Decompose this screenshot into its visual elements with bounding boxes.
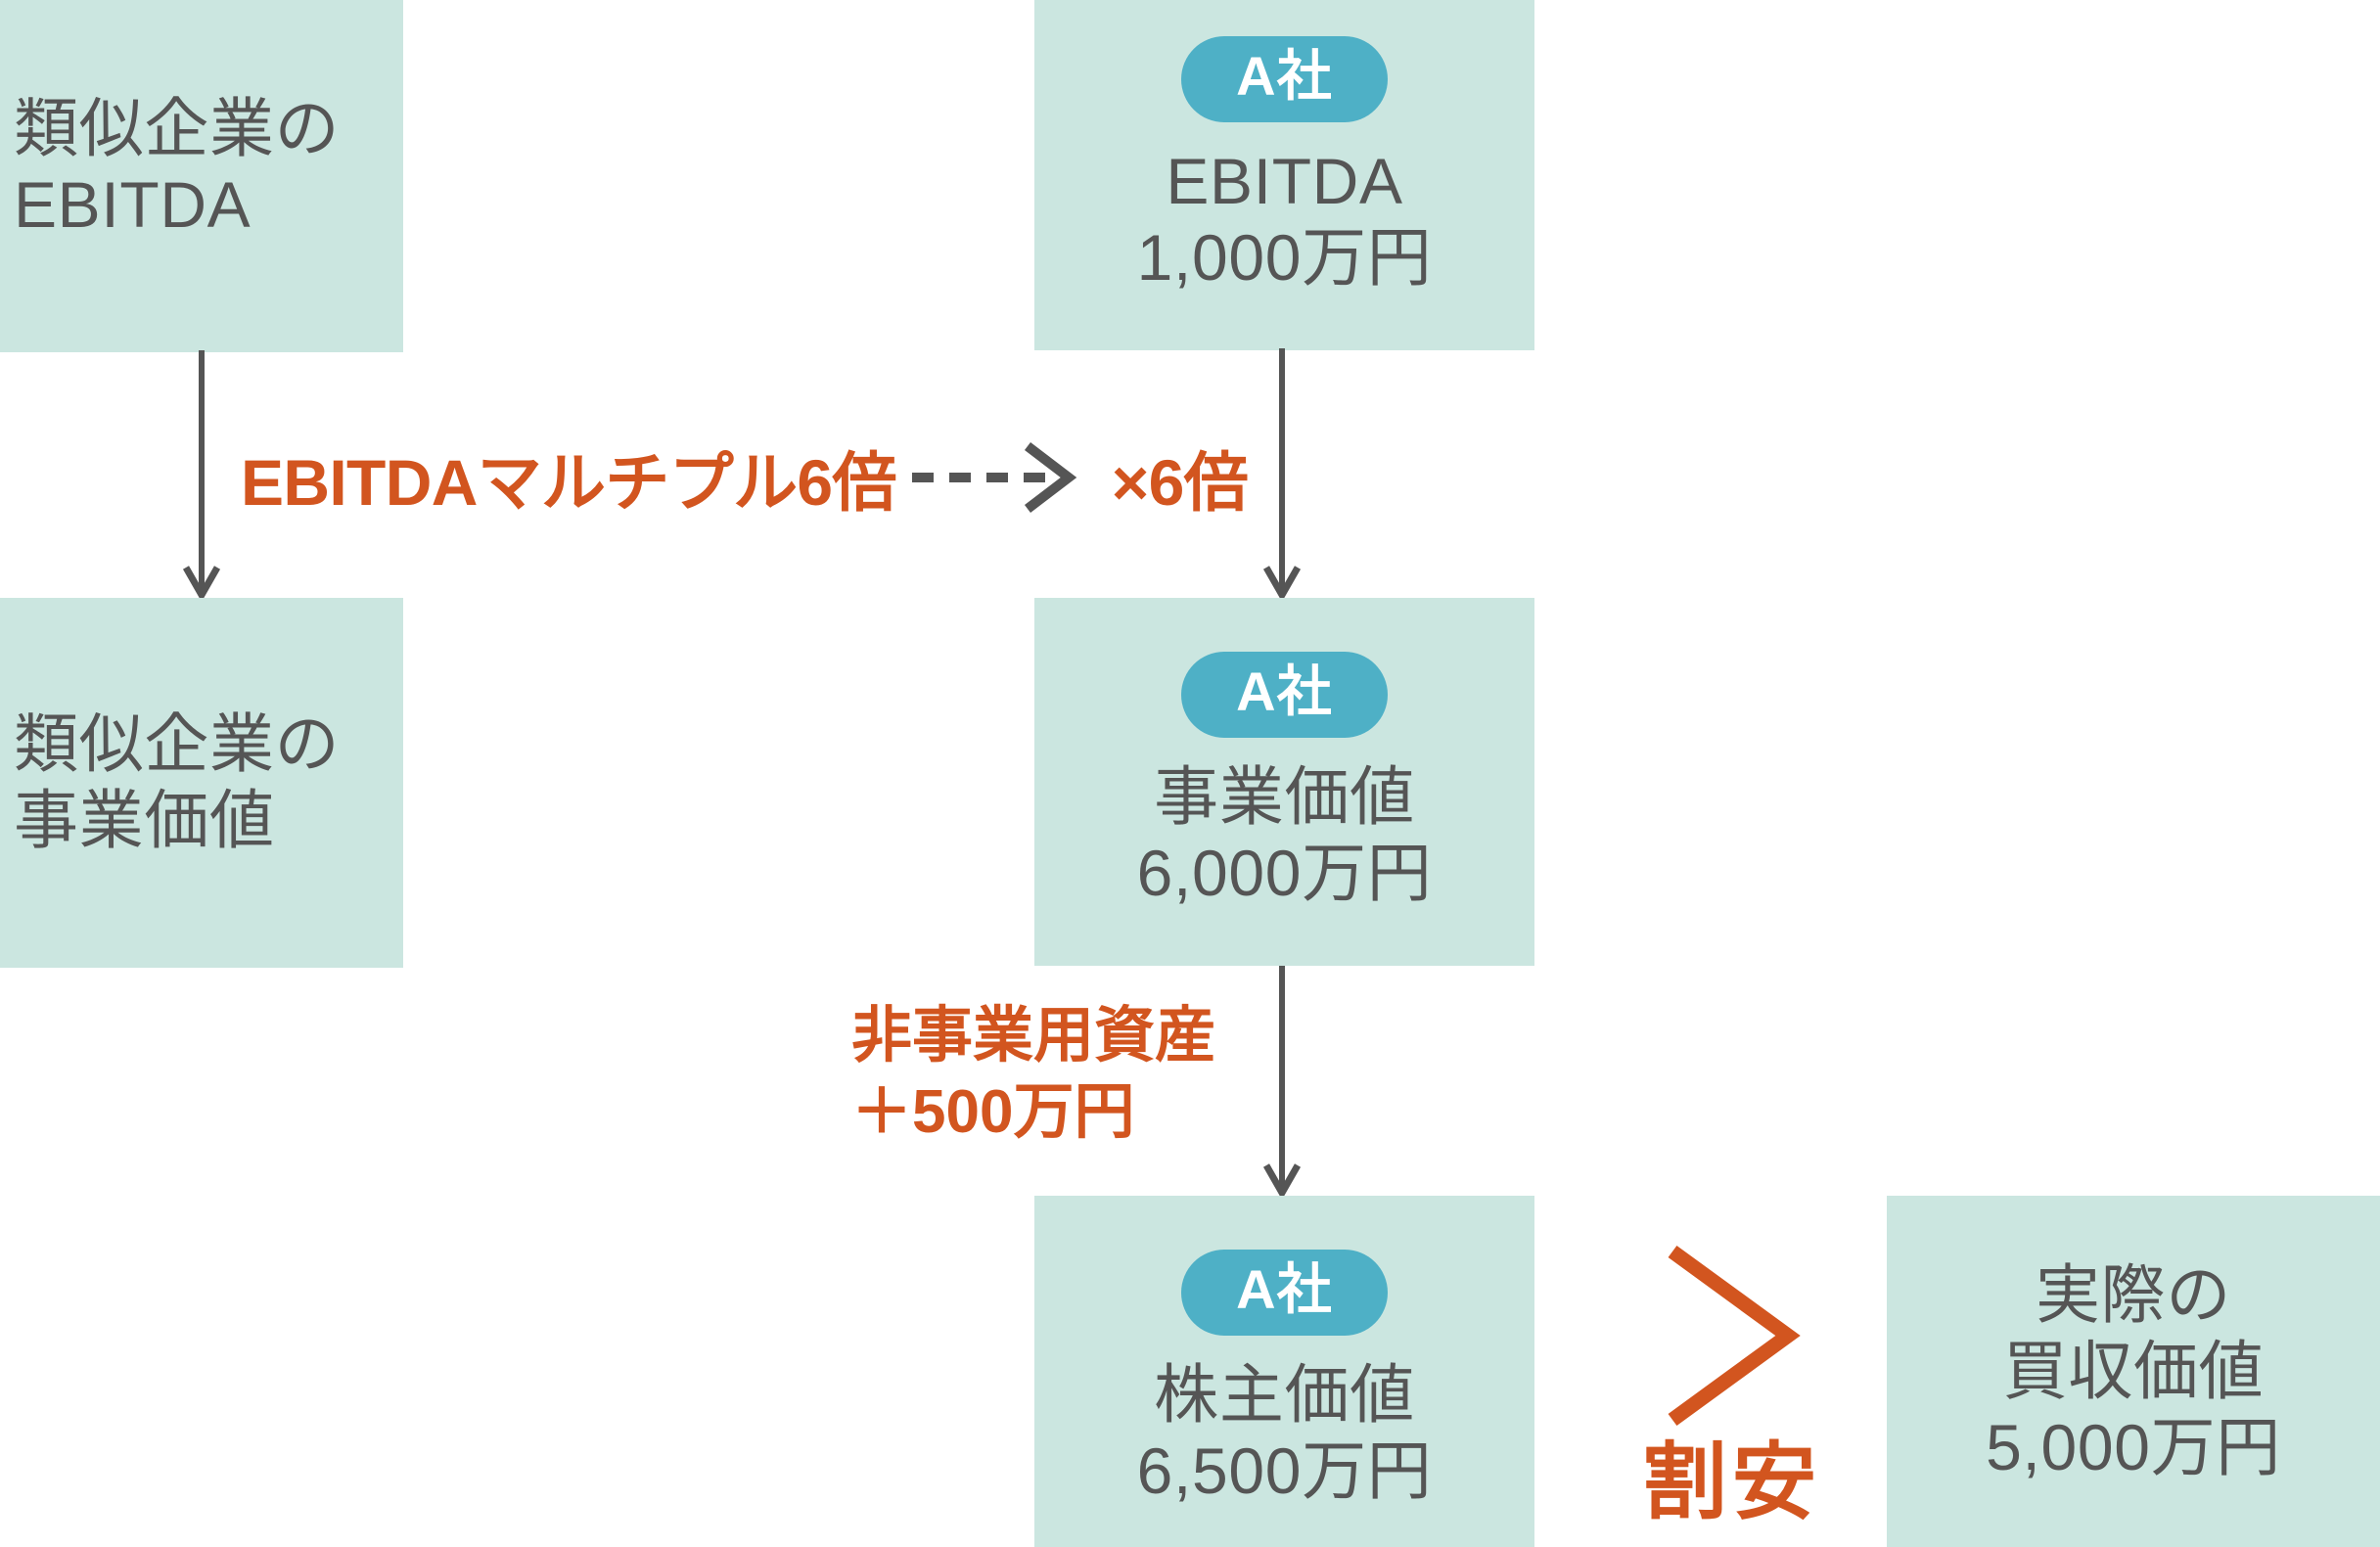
box-company-a-enterprise-value-line-2: 6,000万円 — [1136, 837, 1433, 909]
box-actual-acquisition-price-line-2: 買収価値 — [2002, 1335, 2265, 1408]
box-similar-company-enterprise-value: 類似企業の 事業価値 — [0, 598, 403, 968]
badge-company-a-ebitda: A社 — [1181, 36, 1388, 123]
box-company-a-equity-value-line-1: 株主価値 — [1154, 1358, 1415, 1432]
box-actual-acquisition-price-line-3: 5,000万円 — [1986, 1410, 2281, 1483]
annotation-non-operating-assets-line-1: 非事業用資産 — [851, 1002, 1216, 1069]
annotation-ebitda-multiple-operation: ×6倍 — [1111, 446, 1249, 519]
annotation-non-operating-assets-line-2: ＋500万円 — [851, 1077, 1135, 1146]
down-arrow-company-a-non-operating — [1262, 966, 1302, 1199]
box-actual-acquisition-price: 実際の 買収価値 5,000万円 — [1887, 1196, 2380, 1547]
box-similar-company-ebitda-line-2: EBITDA — [14, 168, 252, 241]
box-similar-company-ebitda: 類似企業の EBITDA — [0, 0, 403, 352]
box-company-a-ebitda: A社 EBITDA 1,000万円 — [1034, 0, 1534, 350]
box-company-a-equity-value: A社 株主価値 6,500万円 — [1034, 1196, 1534, 1547]
comparison-group: 割安 — [1605, 1238, 1859, 1531]
greater-than-icon — [1639, 1238, 1825, 1438]
down-arrow-company-a-multiple — [1262, 348, 1302, 601]
box-company-a-ebitda-line-1: EBITDA — [1166, 145, 1403, 218]
box-similar-company-enterprise-value-line-2: 事業価値 — [14, 784, 275, 856]
box-company-a-equity-value-line-2: 6,500万円 — [1136, 1434, 1433, 1507]
box-actual-acquisition-price-line-1: 実際の — [2036, 1258, 2231, 1332]
dashed-arrow-right-icon — [910, 438, 1096, 517]
box-similar-company-enterprise-value-line-1: 類似企業の — [14, 707, 341, 781]
box-company-a-enterprise-value-line-1: 事業価値 — [1154, 760, 1415, 834]
comparison-label-bargain: 割安 — [1642, 1435, 1822, 1529]
box-company-a-ebitda-line-2: 1,000万円 — [1136, 221, 1433, 294]
annotation-ebitda-multiple-label: EBITDAマルチプル6倍 — [241, 446, 896, 519]
badge-company-a-equity-value: A社 — [1181, 1250, 1388, 1337]
badge-company-a-enterprise-value: A社 — [1181, 652, 1388, 739]
annotation-non-operating-assets: 非事業用資産 ＋500万円 — [851, 998, 1215, 1150]
box-similar-company-ebitda-line-1: 類似企業の — [14, 92, 341, 165]
box-company-a-enterprise-value: A社 事業価値 6,000万円 — [1034, 598, 1534, 966]
annotation-ebitda-multiple: EBITDAマルチプル6倍 ×6倍 — [241, 431, 1249, 524]
down-arrow-similar-company — [182, 350, 221, 601]
